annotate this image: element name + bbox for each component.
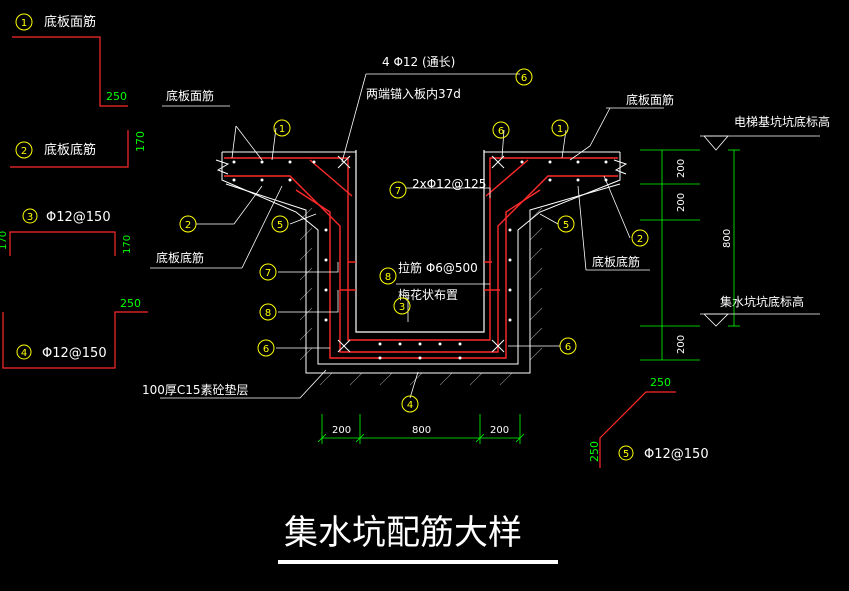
legend-item-4: 250 4 Φ12@150 bbox=[2, 297, 148, 369]
marker-6-label: 6 bbox=[565, 342, 571, 353]
bar-dim: 250 bbox=[120, 297, 141, 310]
marker-7-label: 7 bbox=[265, 268, 271, 279]
legend-item-3: 3 Φ12@150 170 170 bbox=[0, 208, 133, 256]
callout-elev2: 集水坑坑底标高 bbox=[720, 294, 804, 309]
bar-cross-marks bbox=[337, 155, 505, 353]
marker-6-label: 6 bbox=[521, 73, 527, 84]
legend-label: Φ12@150 bbox=[46, 210, 111, 225]
concrete-outer bbox=[221, 152, 621, 365]
dimension-lines bbox=[317, 149, 740, 444]
marker-8-label: 8 bbox=[265, 308, 271, 319]
marker-num: 2 bbox=[21, 146, 27, 157]
rebar-dots bbox=[232, 160, 608, 360]
rebars bbox=[224, 157, 618, 359]
bar-dim-a: 250 bbox=[650, 376, 671, 389]
marker-1-label: 1 bbox=[557, 124, 563, 135]
dim-right-800: 800 bbox=[722, 229, 733, 248]
callout-left-top: 底板面筋 bbox=[166, 88, 214, 103]
bar-dim-b: 170 bbox=[122, 235, 133, 254]
marker-3-label: 3 bbox=[399, 302, 405, 313]
bar-shape bbox=[10, 130, 129, 168]
marker-6-label: 6 bbox=[263, 344, 269, 355]
marker-5-label: 5 bbox=[563, 220, 569, 231]
marker-6-label: 6 bbox=[498, 126, 504, 137]
dim-right-200b: 200 bbox=[676, 193, 687, 212]
marker-num: 4 bbox=[21, 348, 27, 359]
marker-circle bbox=[15, 13, 33, 31]
legend-item-5: 250 250 5 Φ12@150 bbox=[588, 376, 709, 468]
marker-2-label: 2 bbox=[185, 220, 191, 231]
bar-shape bbox=[9, 231, 116, 256]
drawing-title: 集水坑配筋大样 bbox=[284, 513, 522, 553]
callout-anchor: 两端锚入板内37d bbox=[366, 86, 461, 101]
dim-bottom-right: 200 bbox=[490, 425, 509, 436]
bar-shape bbox=[12, 36, 128, 107]
dim-right-200a: 200 bbox=[676, 159, 687, 178]
callout-tie: 拉筋 Φ6@500 bbox=[398, 260, 478, 275]
callout-top-bar: 4 Φ12 (通长) bbox=[382, 55, 455, 69]
marker-circle bbox=[22, 208, 38, 224]
dim-bottom-left: 200 bbox=[332, 425, 351, 436]
bar-dim: 250 bbox=[106, 90, 127, 103]
bar-dim-a: 170 bbox=[0, 231, 9, 250]
dim-bottom-mid: 800 bbox=[412, 425, 431, 436]
marker-num: 5 bbox=[623, 449, 629, 460]
pit-inner bbox=[355, 150, 485, 333]
marker-num: 3 bbox=[27, 212, 33, 223]
markers bbox=[179, 68, 649, 413]
marker-5-label: 5 bbox=[277, 220, 283, 231]
callout-cushion: 100厚C15素砼垫层 bbox=[142, 382, 249, 397]
pit-section bbox=[215, 150, 628, 386]
callout-bar7: 2xΦ12@125 bbox=[412, 177, 486, 191]
legend-label: 底板面筋 bbox=[44, 14, 96, 30]
legend-item-1: 1 底板面筋 250 bbox=[12, 13, 128, 107]
legend-item-2: 2 底板底筋 170 bbox=[10, 130, 147, 168]
marker-circle bbox=[618, 445, 634, 461]
bar-dim: 170 bbox=[134, 131, 147, 152]
marker-4-label: 4 bbox=[407, 400, 413, 411]
leader-lines bbox=[150, 73, 664, 399]
cushion-outline bbox=[225, 183, 621, 374]
marker-labels: 6 1 6 1 2 2 5 5 7 7 8 8 3 6 6 4 bbox=[185, 73, 643, 411]
callout-elev1: 电梯基坑坑底标高 bbox=[734, 114, 830, 129]
dim-right-200c: 200 bbox=[676, 335, 687, 354]
legend-label: Φ12@150 bbox=[42, 346, 107, 361]
legend-label: 底板底筋 bbox=[44, 142, 96, 158]
elevation-marks bbox=[700, 135, 820, 327]
callout-tie2: 梅花状布置 bbox=[398, 287, 458, 302]
break-symbols bbox=[215, 159, 628, 175]
bar-shape bbox=[599, 391, 676, 468]
bar-dim-b: 250 bbox=[588, 441, 601, 462]
legend-label: Φ12@150 bbox=[644, 447, 709, 462]
marker-1-label: 1 bbox=[279, 124, 285, 135]
callout-right-bot: 底板底筋 bbox=[592, 254, 640, 269]
marker-2-label: 2 bbox=[637, 234, 643, 245]
marker-7-label: 7 bbox=[395, 186, 401, 197]
marker-circle bbox=[15, 141, 33, 159]
marker-8-label: 8 bbox=[385, 272, 391, 283]
bar-shape bbox=[2, 311, 148, 369]
callout-left-bot: 底板底筋 bbox=[156, 250, 204, 265]
callout-right-top: 底板面筋 bbox=[626, 92, 674, 107]
marker-circle bbox=[16, 344, 32, 360]
marker-num: 1 bbox=[21, 18, 27, 29]
